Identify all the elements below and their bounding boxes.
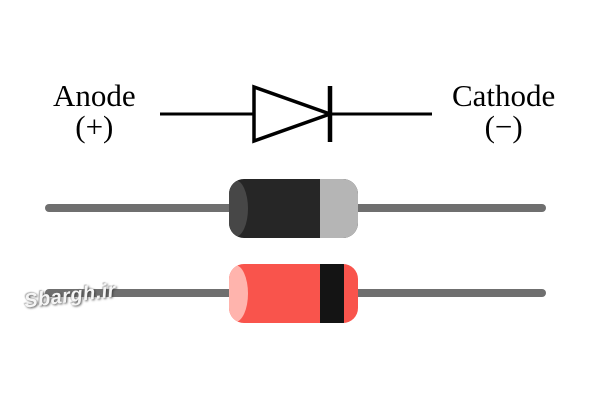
watermark: Sbargh.ir: [22, 279, 118, 313]
symbol-anode-triangle: [252, 84, 336, 144]
anode-label: Anode (+): [53, 80, 136, 142]
black-diode-cathode-band: [320, 179, 358, 238]
black-diode-end-cap: [229, 180, 248, 237]
cathode-sign-text: (−): [484, 109, 523, 144]
cathode-label: Cathode (−): [452, 80, 555, 142]
cathode-label-text: Cathode: [452, 78, 556, 113]
red-diode-body: [229, 264, 358, 323]
red-diode-cathode-band: [320, 264, 344, 323]
diode-symbol-icon: [160, 84, 432, 144]
anode-sign-text: (+): [75, 109, 114, 144]
black-diode-body: [229, 179, 358, 238]
red-diode-end-cap: [229, 265, 248, 322]
anode-label-text: Anode: [53, 78, 136, 113]
